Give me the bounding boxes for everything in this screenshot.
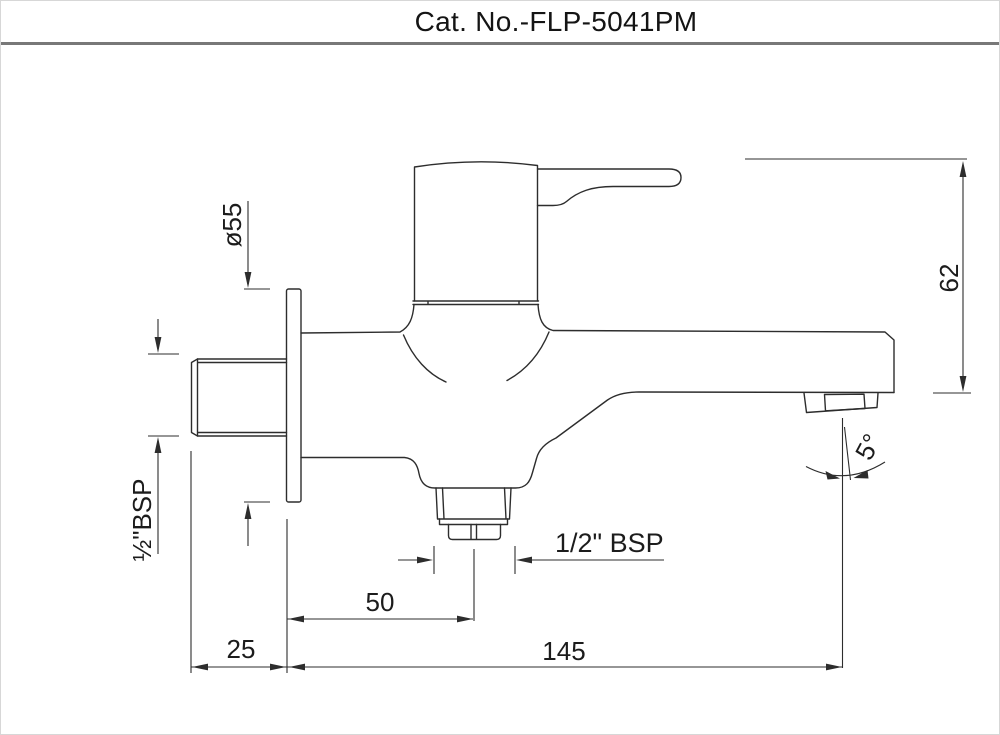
knob-body: [413, 161, 539, 302]
dim-label-spout-reach: 145: [542, 636, 585, 666]
dim-inlet-thread: ½"BSP: [127, 319, 179, 561]
dim-spout-reach: 145: [287, 418, 844, 671]
arrowhead-left: [192, 663, 208, 671]
body-top-left: [300, 303, 415, 334]
dim-label-outlet-thread: 1/2" BSP: [555, 528, 664, 558]
body-underside: [300, 391, 895, 489]
funnel-fillet-left: [402, 334, 447, 383]
aerator-insert: [823, 393, 866, 412]
funnel-fillet-right: [506, 331, 550, 382]
arrowhead-right: [417, 556, 433, 564]
dim-label-inlet-projection: 25: [227, 634, 256, 664]
dim-label-height: 62: [934, 264, 964, 293]
outlet-washer: [438, 518, 509, 526]
inlet-nipple: [190, 358, 288, 437]
dim-label-spout-angle: 5°: [849, 429, 887, 465]
outlet-thread-stub: [447, 523, 502, 541]
arrowhead-left: [516, 556, 532, 564]
body-top-right-spout: [537, 303, 895, 394]
dim-label-flange-diameter: ø55: [217, 203, 247, 248]
lever-handle: [536, 168, 682, 207]
title-bar: Cat. No.-FLP-5041PM: [1, 1, 999, 42]
catalog-number: Cat. No.-FLP-5041PM: [414, 5, 698, 37]
inlet-thread-lines: [196, 358, 288, 437]
arrowhead-left: [288, 615, 304, 623]
arrowhead-up: [244, 503, 252, 519]
arrowhead-right: [825, 471, 840, 480]
faucet-outline: [190, 161, 895, 541]
dim-spout-angle: 5°: [805, 426, 887, 481]
arrowhead-up: [154, 437, 162, 453]
arrowhead-up: [959, 161, 967, 177]
arrowhead-right: [457, 615, 473, 623]
dim-outlet-offset: 50: [287, 549, 475, 623]
wall-flange: [285, 288, 302, 503]
arrowhead-left: [853, 470, 869, 479]
dim-label-outlet-offset: 50: [366, 587, 395, 617]
title-divider: [1, 42, 999, 45]
outlet-hex-nut: [435, 487, 512, 520]
dim-inlet-projection: 25: [190, 451, 288, 673]
dim-height: 62: [745, 158, 971, 394]
dim-label-inlet-thread: ½"BSP: [127, 479, 157, 562]
arrowhead-right: [826, 663, 842, 671]
arrowhead-down: [154, 337, 162, 353]
arrowhead-right: [270, 663, 286, 671]
dim-outlet-thread: 1/2" BSP: [398, 528, 664, 574]
dim-flange-diameter: ø55: [217, 201, 270, 546]
arrowhead-down: [244, 272, 252, 288]
arrowhead-left: [289, 663, 305, 671]
arrowhead-down: [959, 376, 967, 392]
knob-base-band: [412, 300, 540, 306]
